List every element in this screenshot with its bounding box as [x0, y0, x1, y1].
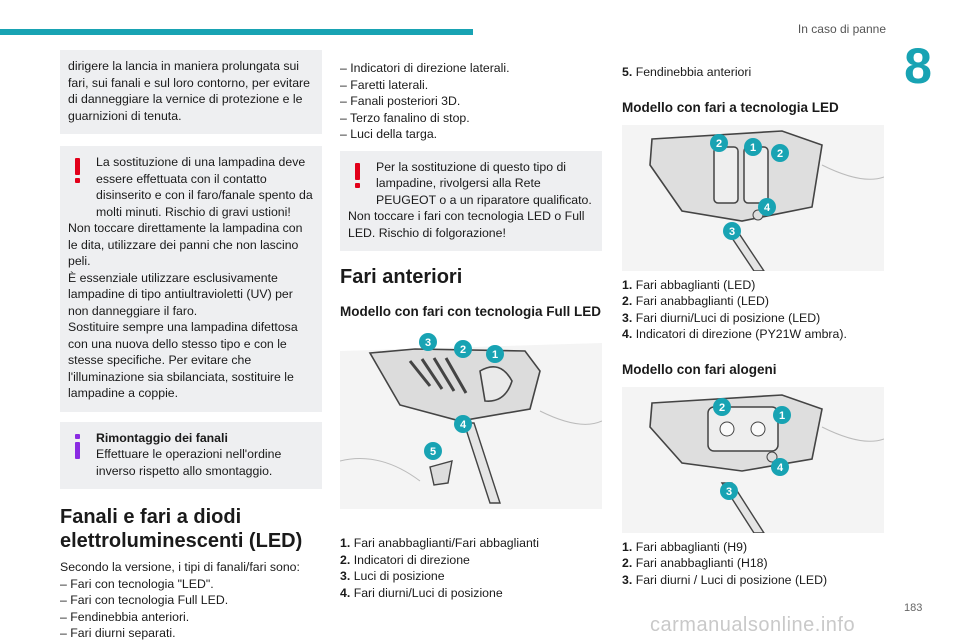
legend-item: 4. Fari diurni/Luci di posizione	[340, 585, 503, 600]
list-item: – Fari diurni separati.	[60, 626, 176, 640]
callout-1: 1	[773, 405, 791, 424]
svg-text:4: 4	[764, 202, 771, 214]
svg-text:2: 2	[719, 402, 725, 414]
headlight-drawing: 3 2 1 4 5	[339, 333, 603, 509]
list-item: – Faretti laterali.	[340, 77, 429, 92]
info-text: Effettuare le operazioni nell'ordine inv…	[96, 447, 282, 478]
callout-2: 2	[454, 340, 472, 358]
callout-4: 4	[771, 457, 789, 476]
legend-item: 1. Fari abbaglianti (LED)	[622, 277, 756, 292]
headlight-led-drawing: 2 1 2 4 3	[622, 124, 885, 272]
legend-item: 3. Fari diurni / Luci di posizione (LED)	[622, 572, 828, 587]
svg-text:3: 3	[726, 486, 732, 498]
legend-item: 1. Fari abbaglianti (H9)	[622, 539, 748, 554]
list-item: – Fanali posteriori 3D.	[340, 94, 461, 108]
legend-item: 2. Fari anabbaglianti (LED)	[622, 294, 769, 308]
column-2: – Indicatori di direzione laterali. – Fa…	[339, 60, 603, 601]
illustration-led: 2 1 2 4 3	[622, 124, 885, 272]
info-icon	[74, 433, 82, 459]
note-box-continued: dirigere la lancia in maniera prolungata…	[60, 50, 322, 134]
svg-text:3: 3	[729, 226, 735, 238]
callout-3: 3	[723, 221, 741, 240]
info-box: Rimontaggio dei fanali Effettuare le ope…	[60, 421, 322, 489]
legend-list-alogeni: 1. Fari abbaglianti (H9) 2. Fari anabbag…	[622, 539, 884, 589]
callout-2: 2	[713, 397, 731, 416]
callout-2: 2	[710, 133, 728, 152]
warning-line: La sostituzione di una lampadina deve es…	[96, 155, 313, 219]
list-item: – Indicatori di direzione laterali.	[340, 61, 510, 75]
svg-text:4: 4	[777, 462, 784, 474]
legend-item: 3. Fari diurni/Luci di posizione (LED)	[622, 310, 821, 325]
callout-2: 2	[771, 143, 789, 162]
callout-5: 5	[424, 442, 442, 460]
subheading-led: Modello con fari a tecnologia LED	[622, 99, 839, 115]
callout-3: 3	[419, 333, 437, 351]
legend-item: 4. Indicatori di direzione (PY21W ambra)…	[622, 327, 847, 341]
section-title: In caso di panne	[797, 22, 886, 36]
callout-4: 4	[454, 415, 472, 433]
callout-1: 1	[744, 137, 762, 156]
list-item: – Fendinebbia anteriori.	[60, 609, 190, 624]
list-item: – Fari con tecnologia "LED".	[60, 576, 214, 591]
warning-line: Non toccare i fari con tecnologia LED o …	[348, 209, 585, 240]
list-item: – Terzo fanalino di stop.	[340, 110, 470, 125]
column-1: dirigere la lancia in maniera prolungata…	[60, 50, 322, 642]
warning-box: La sostituzione di una lampadina deve es…	[60, 146, 322, 412]
warning-line: Non toccare direttamente la lampadina co…	[68, 221, 303, 268]
svg-text:3: 3	[425, 337, 431, 349]
list-item: – Luci della targa.	[340, 127, 438, 141]
svg-text:2: 2	[716, 138, 722, 150]
section-heading-led: Fanali e fari a diodi elettroluminescent…	[60, 506, 303, 552]
note-text: dirigere la lancia in maniera prolungata…	[68, 59, 310, 123]
legend-item: 2. Indicatori di direzione	[340, 552, 470, 567]
subheading-full-led: Modello con fari con tecnologia Full LED	[340, 304, 602, 319]
chapter-number: 8	[904, 38, 932, 94]
legend-list-full-led: 1. Fari anabbaglianti/Fari abbaglianti 2…	[340, 535, 602, 601]
intro-text: Secondo la versione, i tipi di fanali/fa…	[60, 560, 300, 574]
subheading-alogeni: Modello con fari alogeni	[622, 361, 777, 377]
callout-1: 1	[486, 345, 504, 363]
page-number: 183	[904, 602, 923, 614]
illustration-full-led: 3 2 1 4 5	[339, 331, 603, 509]
svg-text:4: 4	[460, 419, 467, 431]
svg-text:5: 5	[430, 446, 436, 458]
warning-icon	[354, 162, 362, 188]
legend-item: 3. Luci di posizione	[340, 569, 445, 583]
svg-text:1: 1	[750, 142, 756, 154]
svg-text:1: 1	[492, 349, 498, 361]
svg-text:1: 1	[779, 410, 785, 422]
section-heading-fari: Fari anteriori	[340, 266, 463, 288]
headlight-halogen-drawing: 2 1 4 3	[622, 386, 885, 534]
info-title: Rimontaggio dei fanali	[96, 430, 228, 445]
column-3: 5. Fendinebbia anteriori Modello con far…	[622, 64, 885, 589]
legend-list-led: 1. Fari abbaglianti (LED) 2. Fari anabba…	[622, 277, 884, 343]
warning-line: Per la sostituzione di questo tipo di la…	[376, 159, 592, 207]
svg-text:2: 2	[460, 344, 466, 356]
watermark: carmanualsonline.info	[650, 614, 856, 636]
warning-box: Per la sostituzione di questo tipo di la…	[340, 150, 602, 251]
legend-item: 2. Fari anabbaglianti (H18)	[622, 556, 768, 570]
svg-text:2: 2	[777, 148, 783, 160]
header-accent-bar	[0, 29, 473, 35]
callout-4: 4	[758, 197, 776, 216]
warning-icon	[74, 158, 82, 183]
legend-item: 5. Fendinebbia anteriori	[622, 65, 752, 79]
callout-3: 3	[720, 481, 738, 500]
warning-line: È essenziale utilizzare esclusivamente l…	[68, 270, 293, 318]
list-item: – Fari con tecnologia Full LED.	[60, 593, 229, 607]
legend-item: 1. Fari anabbaglianti/Fari abbaglianti	[340, 536, 539, 550]
warning-line: Sostituire sempre una lampadina difettos…	[68, 320, 298, 400]
illustration-alogeni: 2 1 4 3	[622, 386, 885, 534]
